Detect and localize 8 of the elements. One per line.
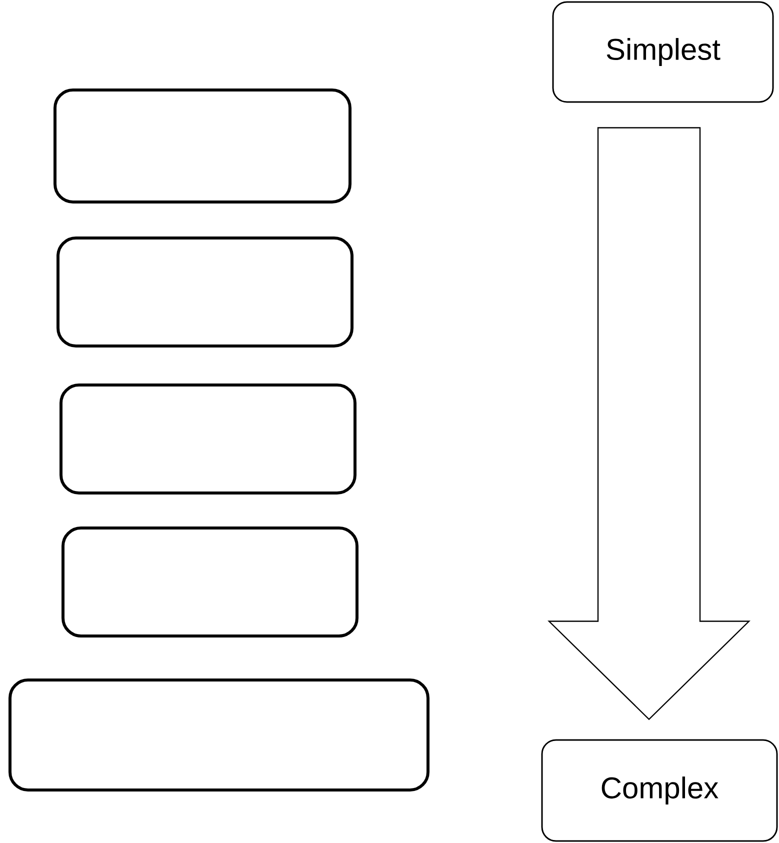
label-box: Simplest	[552, 1, 774, 103]
empty-box	[60, 384, 356, 494]
label-box: Complex	[541, 739, 778, 842]
empty-box	[8, 678, 430, 792]
empty-box	[54, 88, 352, 204]
empty-box	[56, 236, 354, 348]
block-arrow	[548, 127, 750, 720]
empty-box	[62, 526, 358, 638]
